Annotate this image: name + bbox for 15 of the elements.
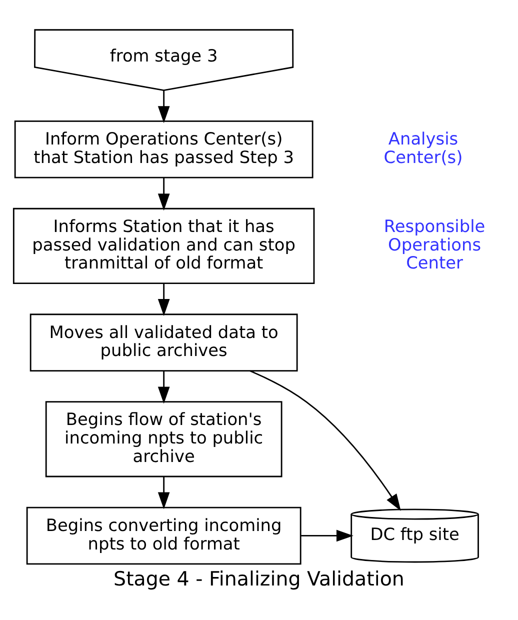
label: Responsible Operations Center xyxy=(384,216,486,273)
arrow xyxy=(158,283,170,316)
node-box: Informs Station that it has passed validation and can stop tranmittal of old format xyxy=(12,208,315,284)
node-box: Begins flow of station's incoming npts to public archive xyxy=(45,401,282,478)
node-box: Begins converting incoming npts to old format xyxy=(26,506,302,565)
node-box: Inform Operations Center(s) that Station has passed Step 3 xyxy=(14,120,314,178)
caption: Stage 4 - Finalizing Validation xyxy=(114,567,404,590)
arrow xyxy=(158,371,170,404)
arrow xyxy=(250,370,401,511)
node-box: Moves all validated data to public archives xyxy=(30,314,298,372)
label: Analysis Center(s) xyxy=(384,128,463,167)
arrow xyxy=(158,476,170,510)
arrow xyxy=(158,178,170,211)
arrow xyxy=(158,90,170,124)
arrow xyxy=(301,530,354,542)
